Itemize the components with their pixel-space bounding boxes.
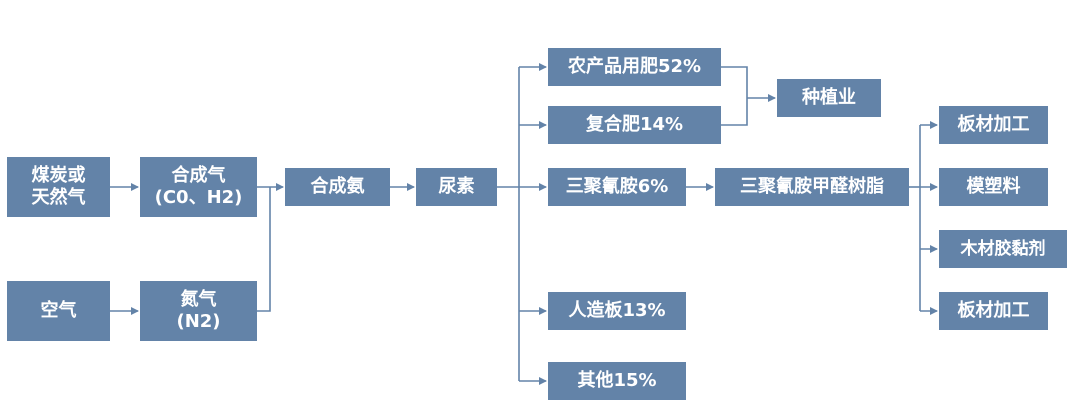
node-ammonia: 合成氨 [285,168,390,206]
node-agri-fertilizer: 农产品用肥52% [548,48,721,86]
node-planting: 种植业 [777,79,881,117]
node-urea: 尿素 [416,168,497,206]
line-nitrogen-up [257,187,271,312]
node-wood-panel: 人造板13% [548,292,686,330]
node-melamine-resin: 三聚氰胺甲醛树脂 [715,168,909,206]
node-other: 其他15% [548,362,686,400]
node-molding-compound: 模塑料 [939,168,1048,206]
node-air: 空气 [7,281,110,341]
node-melamine: 三聚氰胺6% [548,168,686,206]
node-board-processing-1: 板材加工 [939,106,1048,144]
node-nitrogen: 氮气 (N2) [140,281,257,341]
node-board-processing-2: 板材加工 [939,292,1048,330]
line-fertilizer-merge [721,66,748,126]
node-coal-gas: 煤炭或 天然气 [7,157,110,217]
node-syngas: 合成气 (C0、H2) [140,157,257,217]
node-wood-adhesive: 木材胶黏剂 [939,230,1067,268]
node-compound-fertilizer: 复合肥14% [548,106,721,144]
